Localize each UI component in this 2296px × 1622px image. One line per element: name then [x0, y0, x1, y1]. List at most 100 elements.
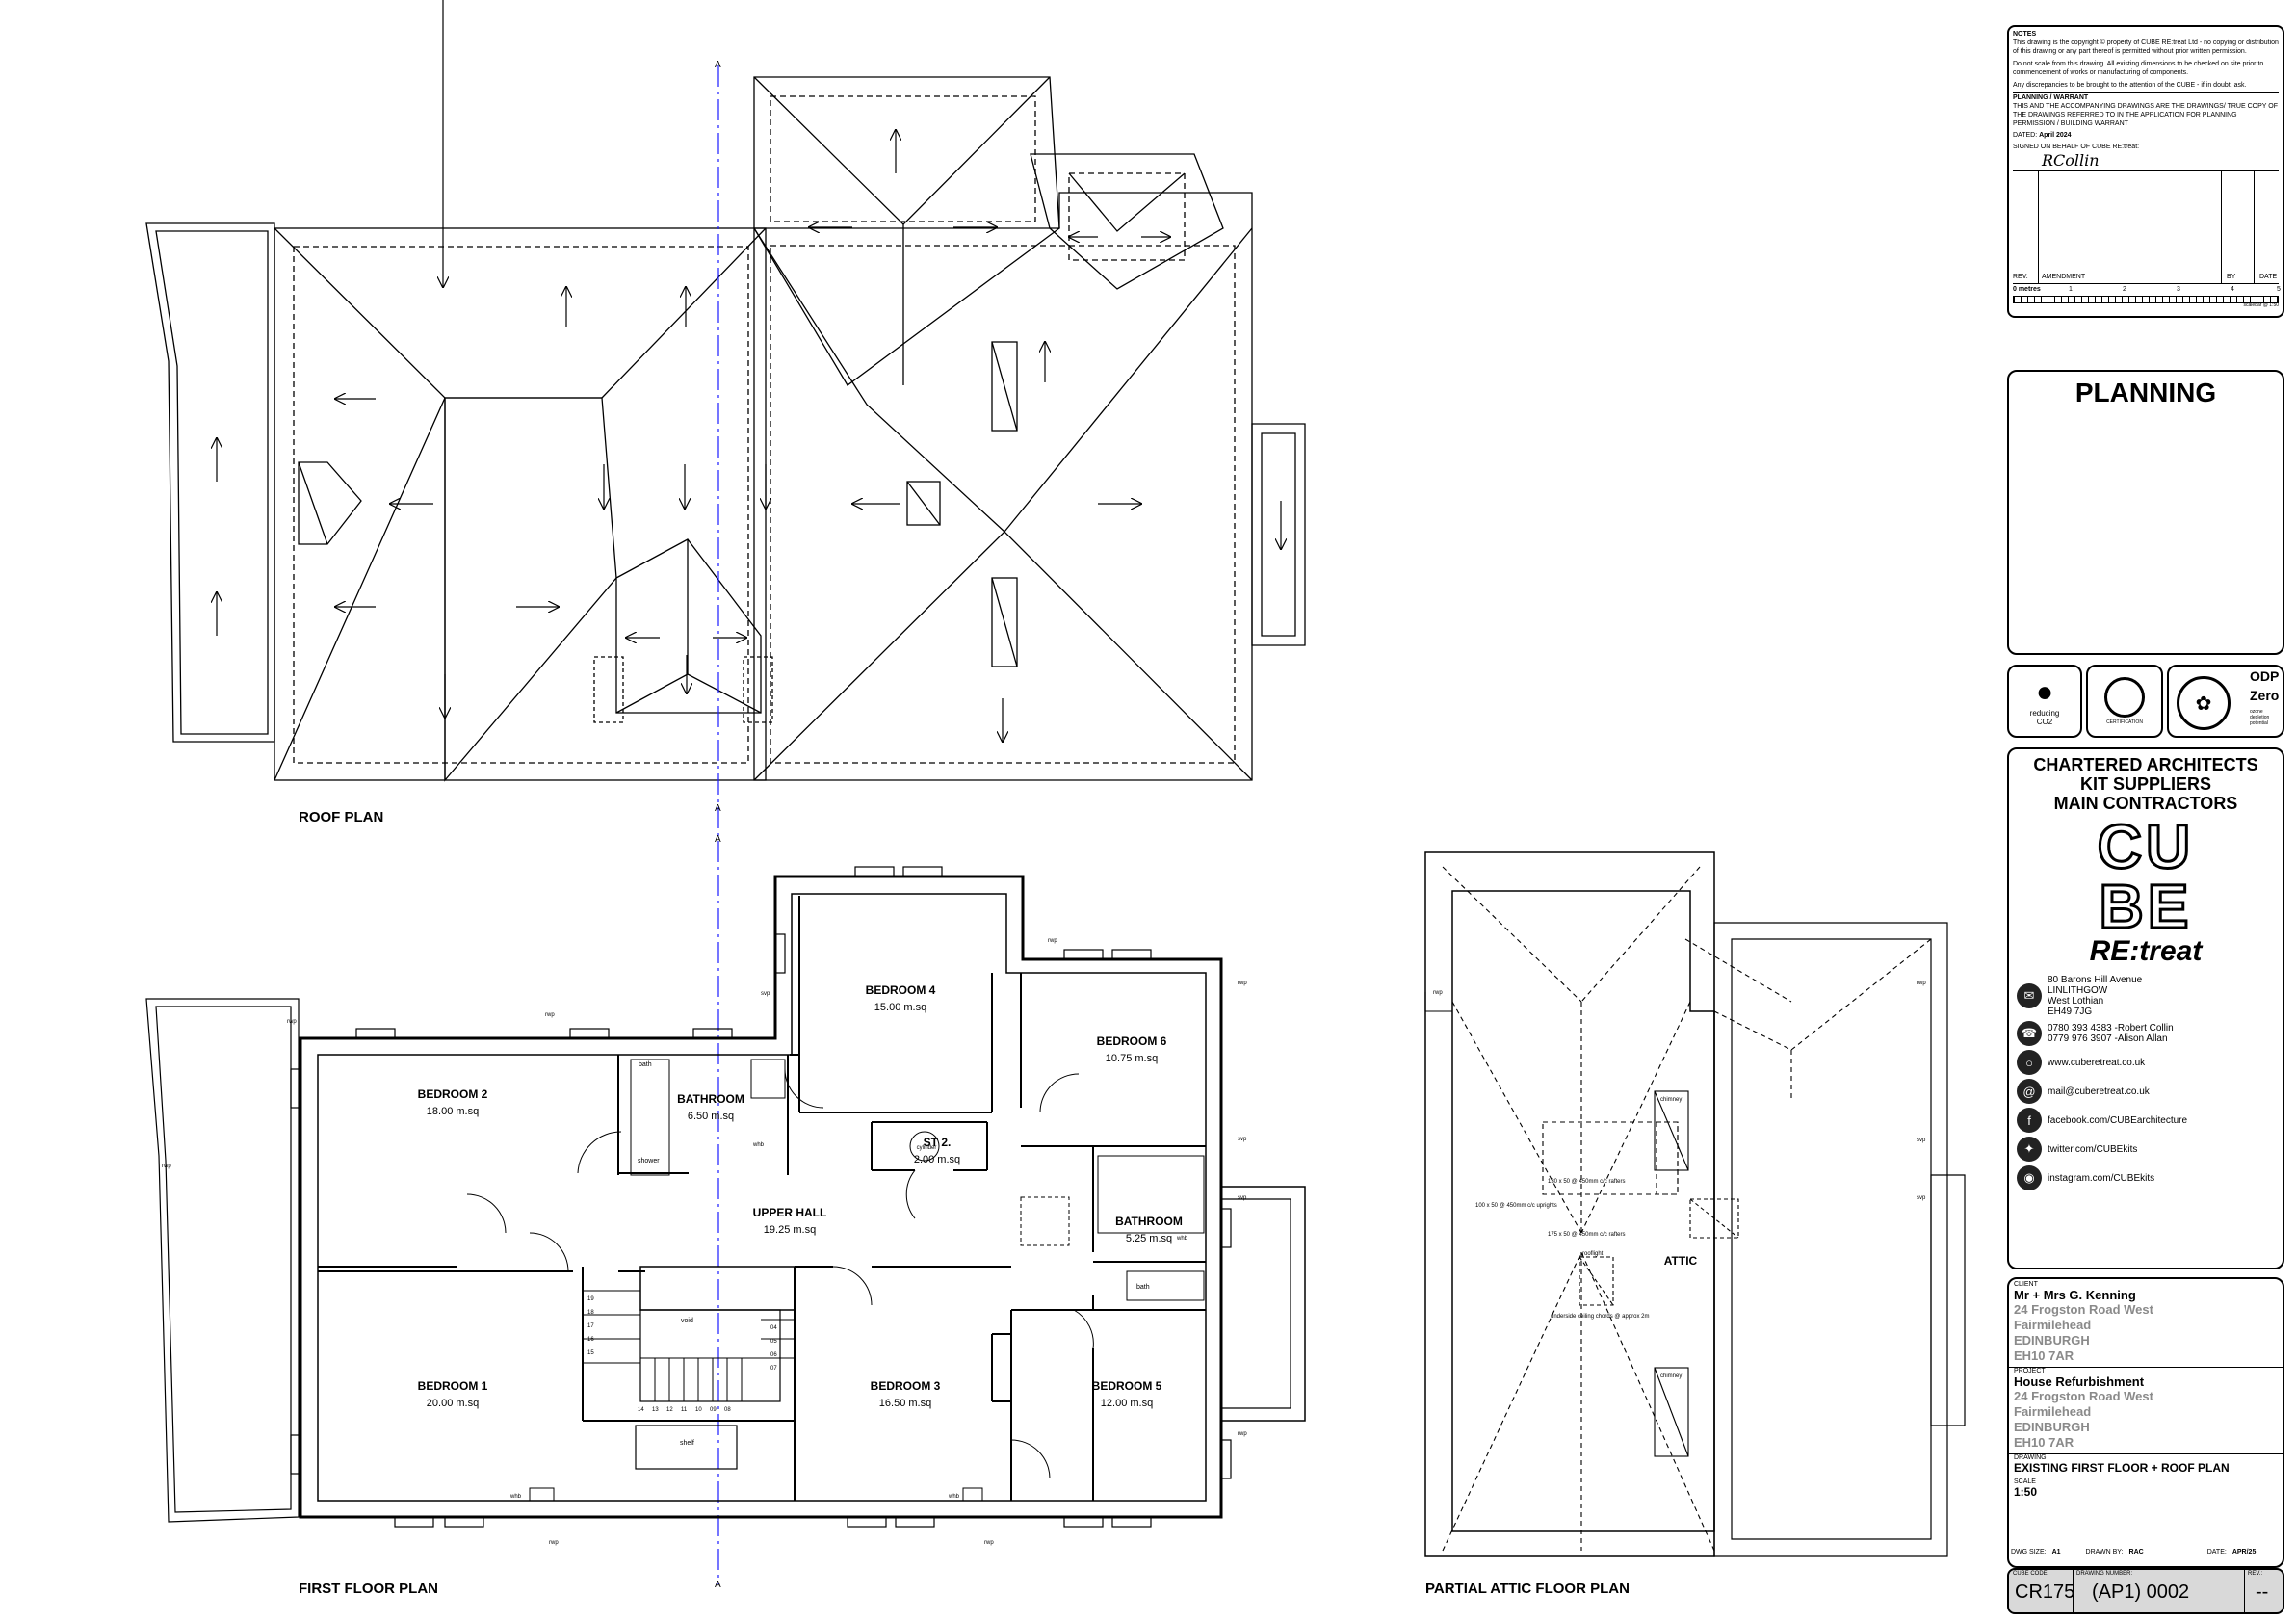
attic-svp-2: svp [1917, 1195, 1926, 1201]
room-name-bedroom-1: BEDROOM 1 [418, 1379, 488, 1393]
scale-label-5: 5 [2277, 286, 2281, 293]
notes-line-3: Any discrepancies to be brought to the a… [2013, 82, 2247, 89]
label-rwp-7: rwp [984, 1540, 994, 1546]
notes-heading: NOTES [2013, 31, 2037, 38]
revision-table: REV. AMENDMENT BY DATE [2013, 171, 2279, 283]
logo-sub: RE:treat [2089, 935, 2203, 967]
project-label: PROJECT [2014, 1368, 2046, 1374]
warrant-heading: PLANNING / WARRANT [2013, 94, 2089, 101]
client-address-line: EH10 7AR [2014, 1348, 2074, 1363]
project-name: House Refurbishment [2014, 1374, 2145, 1389]
room-area-bathroom-2: 5.25 m.sq [1126, 1233, 1172, 1244]
by-label: BY [2227, 274, 2236, 280]
facebook-icon: f [2017, 1108, 2042, 1133]
roof-plan-title: ROOF PLAN [299, 809, 383, 825]
reducing-co2-badge: ● reducing CO2 [2007, 665, 2082, 738]
dwg-size-value: A1 [2051, 1549, 2061, 1556]
warrant-text: THIS AND THE ACCOMPANYING DRAWINGS ARE T… [2013, 103, 2278, 127]
room-name-bedroom-3: BEDROOM 3 [871, 1379, 941, 1393]
section-marker-top: A [715, 60, 721, 70]
stair-num: 14 [638, 1407, 644, 1413]
scale-label: SCALE [2014, 1478, 2036, 1485]
amendment-label: AMENDMENT [2042, 274, 2086, 280]
notes-line-1: This drawing is the copyright © property… [2013, 39, 2279, 55]
stair-num: 10 [695, 1407, 702, 1413]
company-line-2: KIT SUPPLIERS [2079, 774, 2212, 794]
status-title: PLANNING [2074, 378, 2217, 407]
room-area-bedroom-5: 12.00 m.sq [1101, 1398, 1153, 1409]
label-rwp-8: rwp [1238, 1431, 1247, 1437]
stair-num: 05 [770, 1339, 777, 1345]
phone-line: 0780 393 4383 -Robert Collin [2048, 1023, 2174, 1033]
attic-note-4: underside ceiling chords @ approx 2m [1551, 1314, 1649, 1320]
room-name-bedroom-2: BEDROOM 2 [418, 1087, 488, 1101]
room-name-bedroom-4: BEDROOM 4 [866, 983, 936, 997]
contact-facebook[interactable]: f facebook.com/CUBEarchitecture [2017, 1106, 2283, 1135]
contact-email[interactable]: @ mail@cuberetreat.co.uk [2017, 1077, 2283, 1106]
label-shower: shower [638, 1158, 660, 1164]
phone-icon: ☎ [2017, 1021, 2042, 1046]
attic-note-3: 175 x 50 @ 450mm c/c rafters [1548, 1232, 1625, 1238]
instagram-link[interactable]: instagram.com/CUBEkits [2048, 1172, 2155, 1184]
status-panel: PLANNING [2007, 370, 2284, 655]
fixture-labels: bath shower whb cylinder bath whb shelf … [162, 938, 1247, 1546]
address-line: 80 Barons Hill Avenue [2048, 975, 2143, 985]
room-name-bathroom-2: BATHROOM [1115, 1215, 1183, 1228]
date-label: DATE [2259, 274, 2278, 280]
label-chimney-2: chimney [1660, 1373, 1682, 1379]
cube-code-label: CUBE CODE: [2013, 1571, 2049, 1577]
stair-num: 12 [666, 1407, 673, 1413]
contact-instagram[interactable]: ◉ instagram.com/CUBEkits [2017, 1164, 2283, 1192]
project-address-line: EDINBURGH [2014, 1420, 2090, 1434]
twitter-link[interactable]: twitter.com/CUBEkits [2048, 1143, 2138, 1155]
room-area-bedroom-3: 16.50 m.sq [879, 1398, 931, 1409]
stair-num: 07 [770, 1366, 777, 1372]
odp-zero-badge: ✿ ODP Zero ozone depletion potential [2167, 665, 2284, 738]
stair-num: 17 [587, 1323, 594, 1329]
dated-value: April 2024 [2039, 132, 2072, 139]
label-rooflight: rooflight [1582, 1251, 1604, 1257]
attic-plan [1424, 851, 1966, 1557]
stair-num: 15 [587, 1350, 594, 1356]
cube-logo: CU BE RE:treat [2069, 812, 2223, 967]
drawing-number-value: (AP1) 0002 [2092, 1582, 2190, 1603]
label-svp-2: svp [1238, 1137, 1247, 1142]
reducing-label: reducing CO2 [2029, 709, 2060, 726]
logo-bottom: BE [2098, 872, 2193, 941]
stair-num: 11 [681, 1407, 688, 1413]
logo-top: CU [2096, 812, 2195, 881]
contact-twitter[interactable]: ✦ twitter.com/CUBEkits [2017, 1135, 2283, 1164]
contact-web[interactable]: ○ www.cuberetreat.co.uk [2017, 1048, 2283, 1077]
phone-line: 0779 976 3907 -Alison Allan [2048, 1033, 2168, 1044]
company-line-1: CHARTERED ARCHITECTS [2033, 755, 2258, 774]
label-rwp-1: rwp [287, 1019, 297, 1025]
drawing-label: DRAWING [2014, 1454, 2047, 1461]
company-line-3: MAIN CONTRACTORS [2053, 794, 2238, 813]
drawn-by-value: RAC [2128, 1549, 2144, 1556]
label-rwp-5: rwp [162, 1164, 171, 1169]
project-address-line: 24 Frogston Road West [2014, 1389, 2153, 1403]
rev-meta-label: REV.: [2248, 1571, 2263, 1577]
client-address-line: 24 Frogston Road West [2014, 1302, 2153, 1317]
twitter-icon: ✦ [2017, 1137, 2042, 1162]
stair-numbers: 19 18 17 16 15 04 05 06 07 14 13 12 11 1… [587, 1296, 777, 1413]
label-chimney-1: chimney [1660, 1097, 1682, 1103]
label-bath-2: bath [1136, 1284, 1150, 1291]
stair-num: 13 [652, 1407, 659, 1413]
ozone-label: ozone depletion potential [2250, 709, 2270, 726]
room-area-upper-hall: 19.25 m.sq [764, 1224, 816, 1236]
signed-label: SIGNED ON BEHALF OF CUBE RE:treat: [2013, 144, 2140, 150]
web-link[interactable]: www.cuberetreat.co.uk [2048, 1057, 2146, 1068]
email-link[interactable]: mail@cuberetreat.co.uk [2048, 1086, 2150, 1097]
project-address-line: Fairmilehead [2014, 1404, 2092, 1419]
scale-label-3: 3 [2177, 286, 2180, 293]
scale-note: scalebar @ 1:50 [2243, 302, 2279, 308]
label-whb-3: whb [509, 1494, 522, 1500]
client-label: CLIENT [2014, 1281, 2038, 1288]
stair-num: 06 [770, 1352, 777, 1358]
facebook-link[interactable]: facebook.com/CUBEarchitecture [2048, 1114, 2188, 1126]
room-name-upper-hall: UPPER HALL [753, 1206, 827, 1219]
scale-label-4: 4 [2231, 286, 2234, 293]
label-rwp-2: rwp [545, 1012, 555, 1018]
scale-label-0: 0 metres [2013, 286, 2041, 293]
